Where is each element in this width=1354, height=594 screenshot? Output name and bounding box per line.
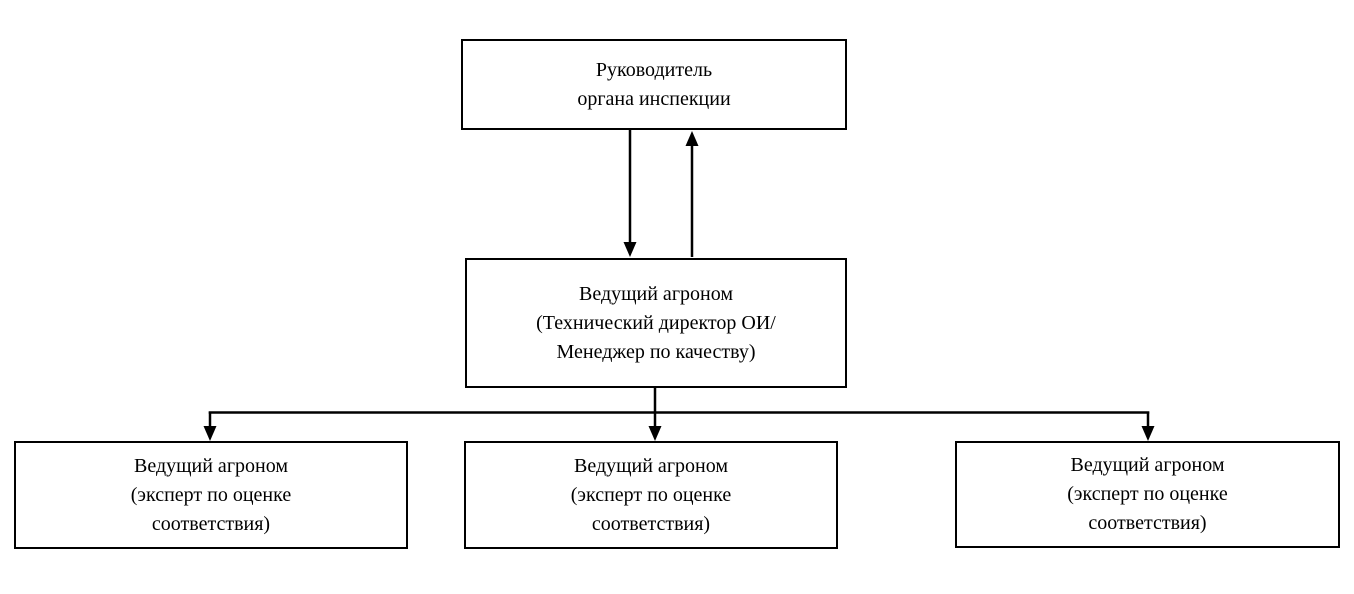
node-expert-right-line-3: соответствия): [1088, 512, 1207, 534]
node-head-line-2: органа инспекции: [577, 87, 731, 110]
node-lead-line-3: Менеджер по качеству): [556, 340, 756, 363]
node-expert-left-line-3: соответствия): [151, 512, 271, 535]
arrow-down-to-expert-center-icon: [648, 426, 662, 441]
node-expert-center: Ведущий агроном (эксперт по оценке соотв…: [464, 441, 838, 549]
arrow-down-head-to-lead-icon: [623, 130, 637, 257]
node-expert-center-line-1: Ведущий агроном: [574, 454, 728, 477]
node-expert-left: Ведущий агроном (эксперт по оценке соотв…: [14, 441, 408, 549]
node-expert-right: Ведущий агроном (эксперт по оценке соотв…: [955, 441, 1340, 548]
node-expert-center-line-3: соответствия): [591, 512, 711, 535]
arrow-down-to-expert-left-icon: [203, 426, 217, 441]
arrow-up-lead-to-head-icon: [685, 131, 699, 257]
node-expert-left-line-2: (эксперт по оценке: [130, 483, 292, 506]
node-expert-center-line-2: (эксперт по оценке: [570, 483, 732, 506]
node-head-of-inspection-body: Руководитель органа инспекции: [461, 39, 847, 130]
node-expert-right-line-2: (эксперт по оценке: [1067, 483, 1228, 505]
arrow-down-to-expert-right-icon: [1141, 426, 1155, 441]
node-expert-right-line-1: Ведущий агроном: [1070, 454, 1225, 476]
branch-connector: [203, 386, 1155, 441]
node-lead-agronomist-technical-director: Ведущий агроном (Технический директор ОИ…: [465, 258, 847, 388]
node-lead-line-1: Ведущий агроном: [579, 282, 733, 305]
node-head-line-1: Руководитель: [595, 58, 713, 81]
node-expert-left-line-1: Ведущий агроном: [134, 454, 288, 477]
node-lead-line-2: (Технический директор ОИ/: [536, 311, 776, 334]
